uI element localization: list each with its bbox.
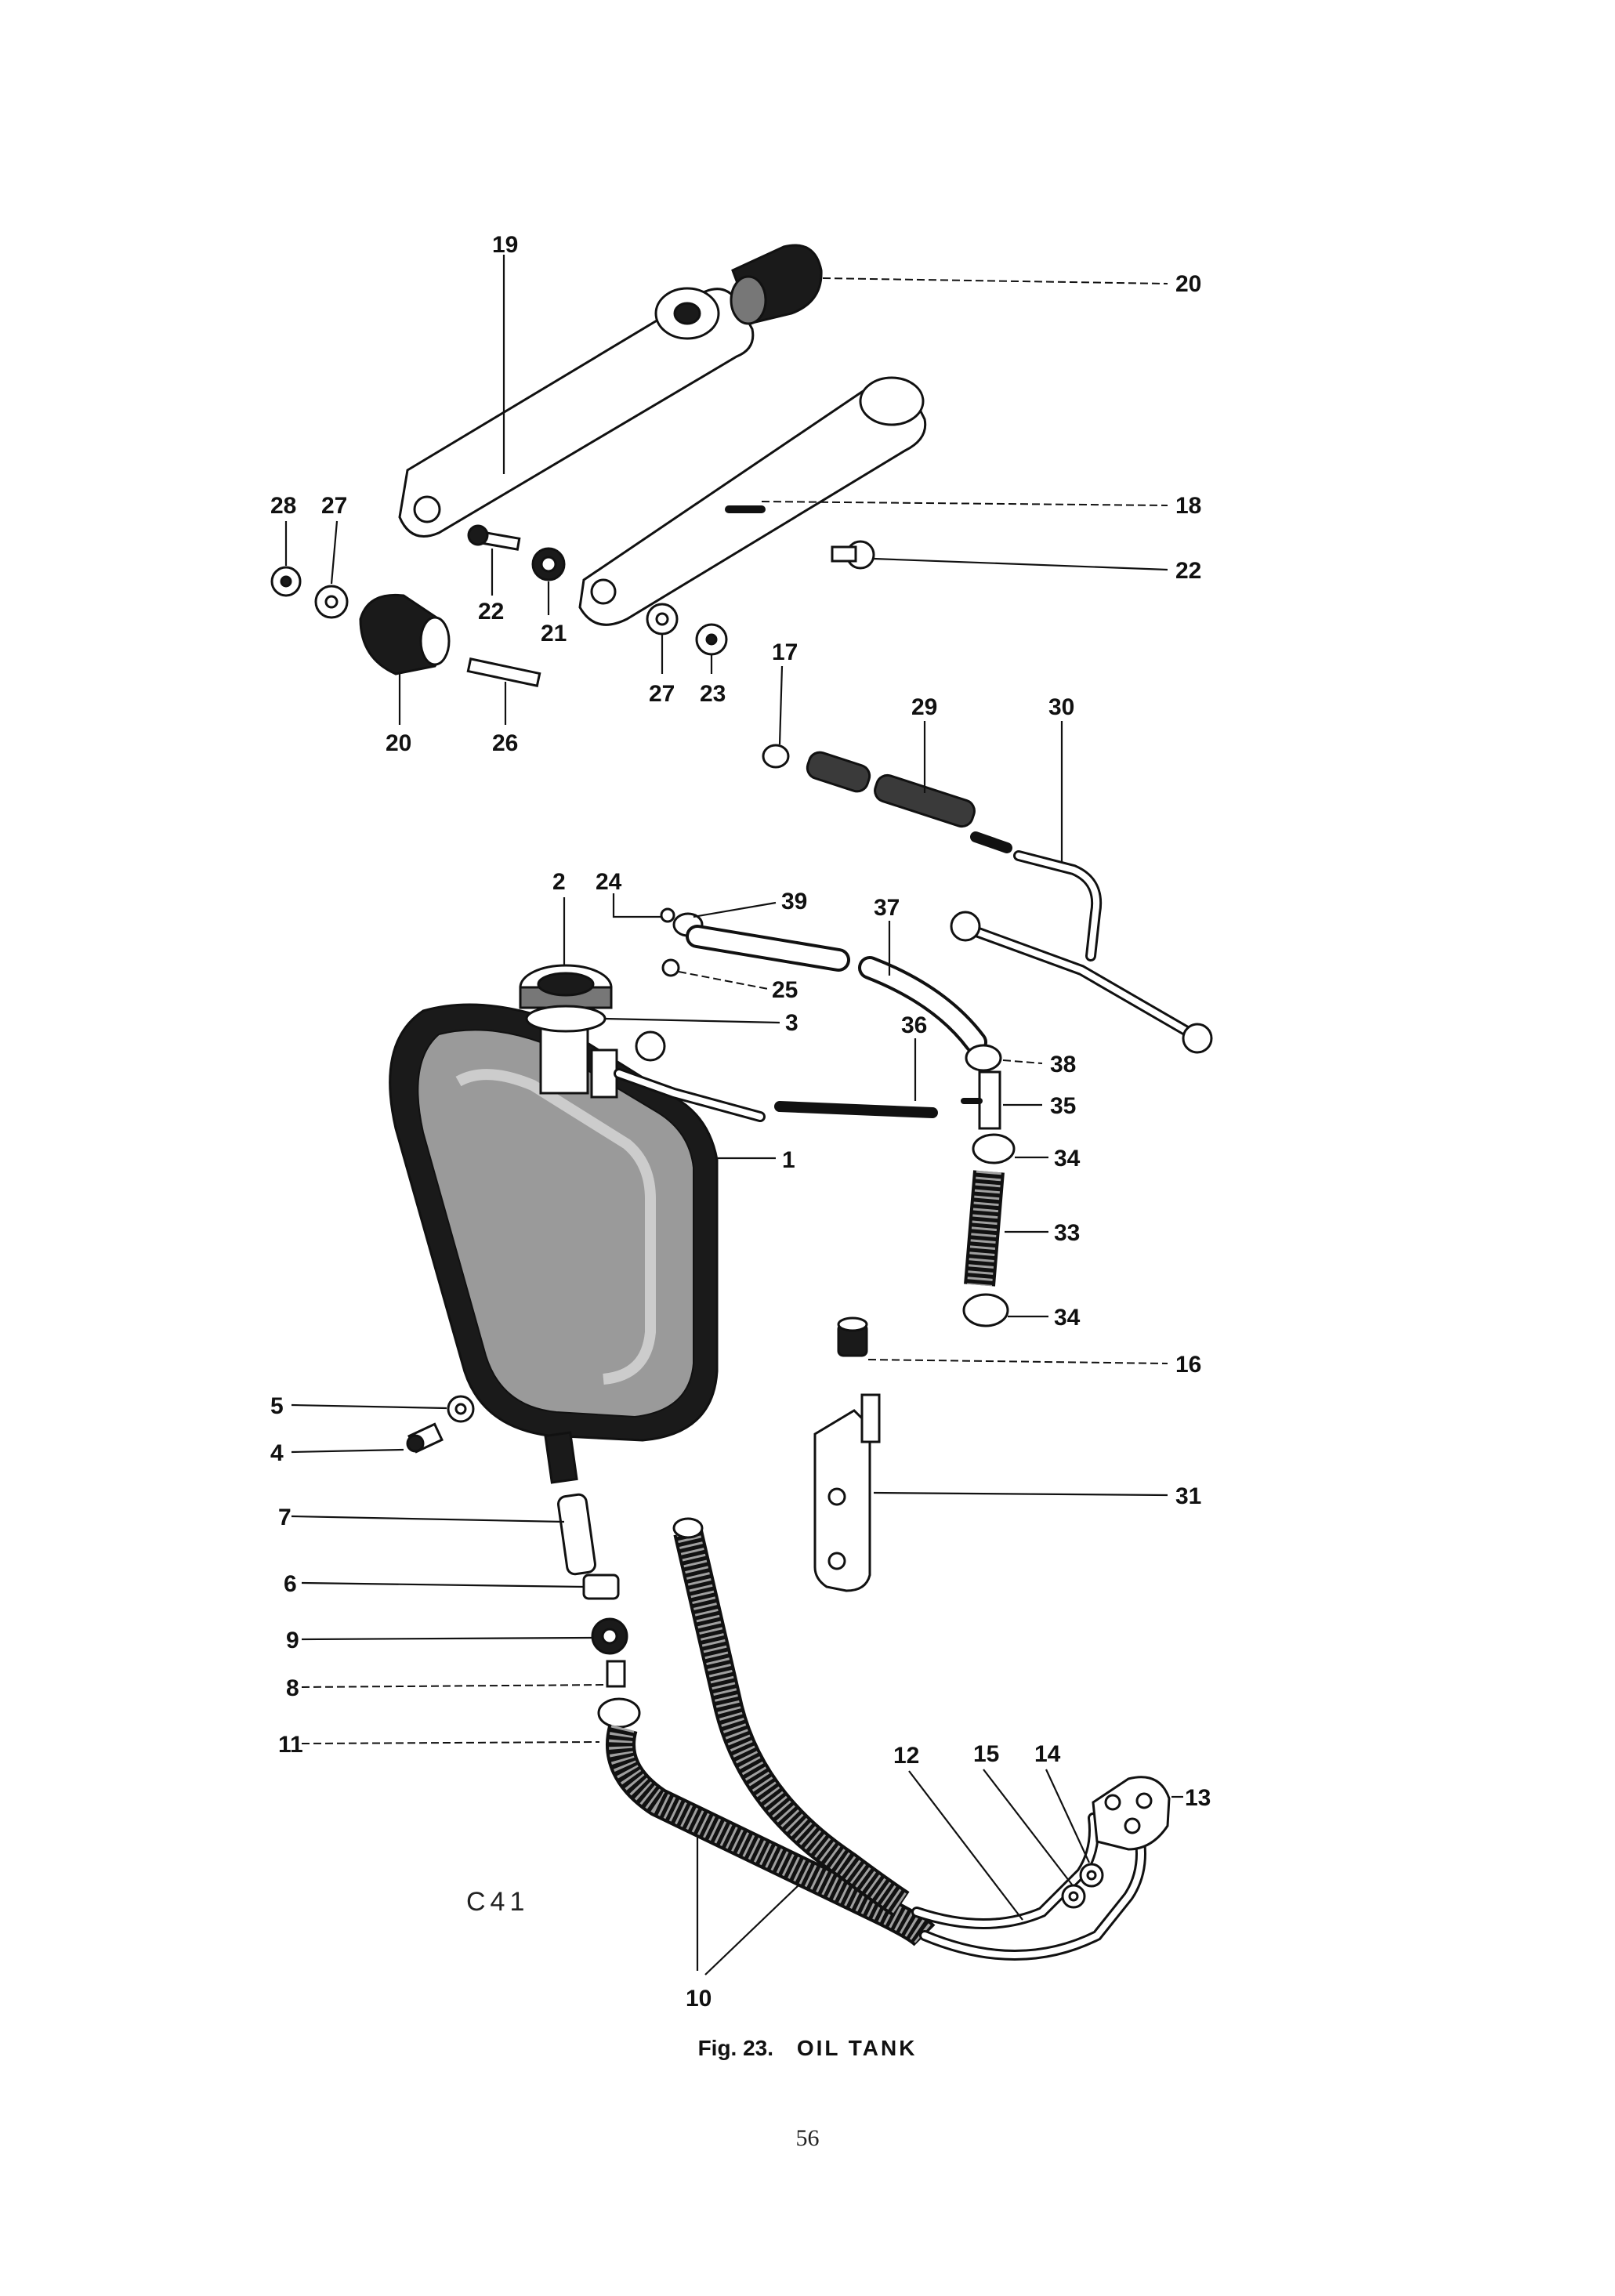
- filter-7: [544, 1431, 596, 1576]
- callout-5: 5: [270, 1393, 284, 1419]
- pipe-36: [774, 1101, 938, 1118]
- figure-caption: Fig. 23. OIL TANK: [0, 2036, 1615, 2061]
- callout-37: 37: [874, 895, 900, 921]
- union-plate-13: [1092, 1776, 1171, 1851]
- washer-27a: [314, 585, 349, 619]
- filler-washer-3: [525, 1005, 607, 1033]
- nut-28: [270, 566, 302, 597]
- plate-code: C41: [466, 1887, 529, 1917]
- callout-13: 13: [1185, 1785, 1211, 1811]
- callout-9: 9: [286, 1628, 299, 1653]
- hose-clip-34-top: [972, 1133, 1016, 1164]
- mounting-rubber-20-lower: [359, 593, 451, 675]
- hose-clip-38: [965, 1044, 1002, 1072]
- callout-28: 28: [270, 493, 296, 519]
- callout-12: 12: [893, 1743, 919, 1769]
- callout-14: 14: [1034, 1741, 1061, 1767]
- hose-clip-11: [597, 1697, 641, 1729]
- screw-25: [661, 958, 680, 977]
- callout-36: 36: [901, 1012, 927, 1038]
- tee-35: [961, 1070, 1001, 1130]
- leader-lines: [284, 255, 1183, 1976]
- callout-15: 15: [973, 1741, 999, 1767]
- bolt-22a: [467, 524, 521, 551]
- callout-27-left: 27: [321, 493, 347, 519]
- callout-17: 17: [772, 639, 798, 665]
- callout-11: 11: [278, 1732, 303, 1758]
- union-6: [582, 1574, 620, 1600]
- grommet-16: [837, 1316, 868, 1357]
- callout-21: 21: [541, 621, 567, 646]
- callout-24: 24: [596, 869, 622, 895]
- hose-clip-17: [762, 744, 790, 769]
- callout-39: 39: [781, 889, 807, 914]
- callout-31: 31: [1175, 1483, 1201, 1509]
- callout-7: 7: [278, 1505, 291, 1530]
- callout-3: 3: [785, 1010, 798, 1036]
- callout-23: 23: [700, 681, 726, 707]
- mounting-rubber-20-top: [730, 244, 823, 325]
- filler-cap-2: [519, 964, 613, 1011]
- callout-26: 26: [492, 730, 518, 756]
- callout-20-top: 20: [1175, 271, 1201, 297]
- drain-bolt-4: [406, 1422, 444, 1454]
- callout-29: 29: [911, 694, 937, 720]
- callout-8: 8: [286, 1675, 299, 1701]
- lower-bracket-18: [578, 376, 927, 626]
- washer-14: [1079, 1863, 1104, 1888]
- callout-33: 33: [1054, 1220, 1080, 1246]
- upper-bracket-19: [398, 287, 755, 538]
- nut-23: [695, 623, 728, 656]
- stud-26: [466, 657, 541, 687]
- oil-pipes-10: [606, 1517, 936, 1947]
- callout-16: 16: [1175, 1352, 1201, 1378]
- spacer-21: [531, 547, 566, 581]
- callout-25: 25: [772, 977, 798, 1003]
- callout-35: 35: [1050, 1093, 1076, 1119]
- breather-hose-29: [806, 751, 1012, 853]
- callout-27-right: 27: [649, 681, 675, 707]
- callout-labels: 19 20 18 22 28 27 22 21 27 23 20 26 17 2…: [270, 232, 1211, 2012]
- metal-pipes-12: [911, 1813, 1146, 1961]
- callout-34-top: 34: [1054, 1146, 1081, 1172]
- callout-34-bottom: 34: [1054, 1305, 1081, 1331]
- callout-4: 4: [270, 1440, 284, 1466]
- olive-8: [606, 1660, 626, 1688]
- figure-number: Fig. 23.: [697, 2036, 774, 2060]
- washer-15: [1061, 1884, 1086, 1909]
- callout-2: 2: [552, 869, 566, 895]
- callout-18: 18: [1175, 493, 1201, 519]
- hose-33: [964, 1170, 1005, 1287]
- breather-pipe-30: [950, 850, 1213, 1054]
- breather-hose-37: [686, 925, 987, 1054]
- callout-30: 30: [1048, 694, 1074, 720]
- washer-27b: [646, 603, 679, 636]
- oil-tank-1: [389, 1003, 719, 1442]
- callout-6: 6: [284, 1571, 297, 1597]
- callout-22-right: 22: [1175, 558, 1201, 584]
- hose-clip-34-bottom: [962, 1293, 1009, 1327]
- nut-22b: [831, 540, 875, 570]
- callout-19: 19: [492, 232, 518, 258]
- callout-20-lower: 20: [386, 730, 411, 756]
- tank-vent-pipe: [614, 1030, 766, 1122]
- mounting-plate-31: [813, 1393, 881, 1592]
- washer-5: [447, 1395, 475, 1423]
- union-nut-9: [591, 1617, 628, 1655]
- callout-38: 38: [1050, 1052, 1076, 1077]
- page-number: 56: [795, 2125, 820, 2151]
- callout-1: 1: [782, 1147, 795, 1173]
- figure-title: OIL TANK: [796, 2036, 918, 2060]
- callout-10: 10: [686, 1986, 712, 2012]
- callout-22-left: 22: [478, 599, 504, 625]
